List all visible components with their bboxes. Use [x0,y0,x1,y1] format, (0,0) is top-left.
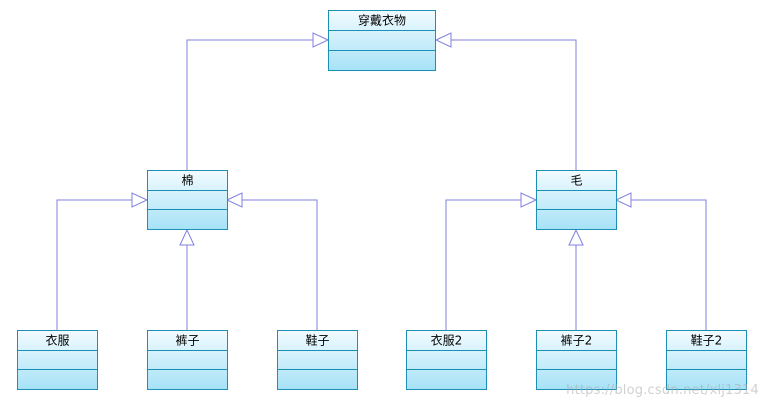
arrowhead-cotton-to-root [312,32,330,48]
class-name-root: 穿戴衣物 [358,13,406,28]
class-name-shoes: 鞋子 [305,333,329,348]
arrowhead-shoes-to-cotton [225,192,243,208]
class-root[interactable]: 穿戴衣物 [328,10,436,71]
class-cotton[interactable]: 棉 [147,170,228,230]
class-shoes2[interactable]: 鞋子2 [666,330,747,390]
class-pants[interactable]: 裤子 [147,330,228,390]
class-pants2[interactable]: 裤子2 [536,330,617,390]
arrowhead-clothes2-to-wool [520,192,538,208]
class-wool[interactable]: 毛 [536,170,617,230]
class-name-pants2: 裤子2 [561,334,593,348]
edge-wool-to-root [451,39,577,170]
edge-shoes2-to-wool [631,199,707,330]
class-shoes[interactable]: 鞋子 [277,330,358,390]
class-name-clothes2: 衣服2 [431,333,463,348]
class-name-clothes: 衣服 [45,333,69,348]
arrowhead-shoes2-to-wool [614,192,632,208]
edge-clothes2-to-wool [445,199,521,330]
edge-clothes-to-cotton [56,199,132,330]
edge-shoes-to-cotton [242,199,318,330]
class-clothes2[interactable]: 衣服2 [406,330,487,390]
arrowhead-pants2-to-wool [568,228,584,246]
arrowhead-clothes-to-cotton [131,192,149,208]
class-name-shoes2: 鞋子2 [691,333,723,348]
class-name-pants: 裤子 [175,334,199,348]
class-clothes[interactable]: 衣服 [17,330,98,390]
class-name-wool: 毛 [570,174,582,188]
inheritance-edges [56,32,707,330]
arrowhead-wool-to-root [434,32,452,48]
edge-cotton-to-root [186,39,313,170]
watermark: https://blog.csdn.net/xlj1314 [566,383,759,398]
class-name-cotton: 棉 [181,174,193,188]
arrowhead-pants-to-cotton [179,228,195,246]
